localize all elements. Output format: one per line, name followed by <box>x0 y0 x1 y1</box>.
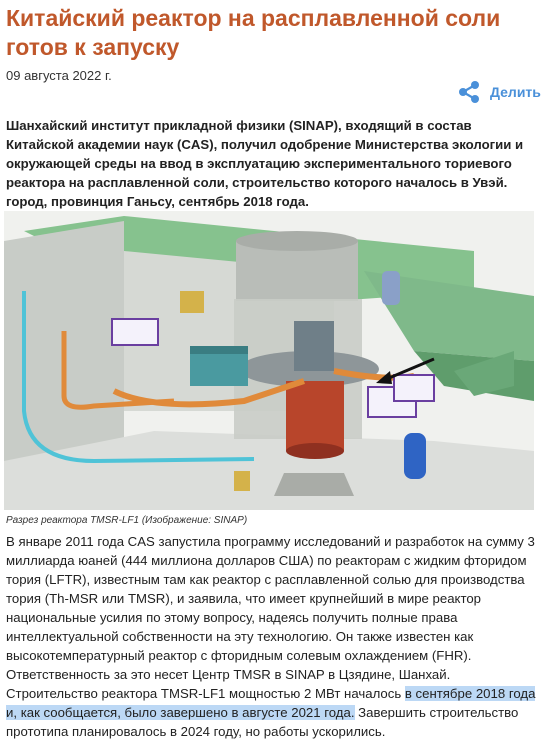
share-button[interactable]: Делить <box>456 79 541 105</box>
share-label: Делить <box>490 84 541 100</box>
reactor-cutaway-image <box>4 211 534 510</box>
paragraph-text: Строительство реактора TMSR-LF1 мощность… <box>6 686 405 701</box>
article-paragraph-highlighted: Строительство реактора TMSR-LF1 мощность… <box>6 684 536 741</box>
article-paragraph: В январе 2011 года CAS запустила програм… <box>6 534 535 682</box>
article-lead: Шанхайский институт прикладной физики (S… <box>6 118 524 209</box>
image-caption: Разрез реактора TMSR-LF1 (Изображение: S… <box>6 515 248 526</box>
page-title: Китайский реактор на расплавленной соли … <box>6 5 501 60</box>
publish-date: 09 августа 2022 г. <box>6 68 112 83</box>
share-icon <box>459 81 479 103</box>
